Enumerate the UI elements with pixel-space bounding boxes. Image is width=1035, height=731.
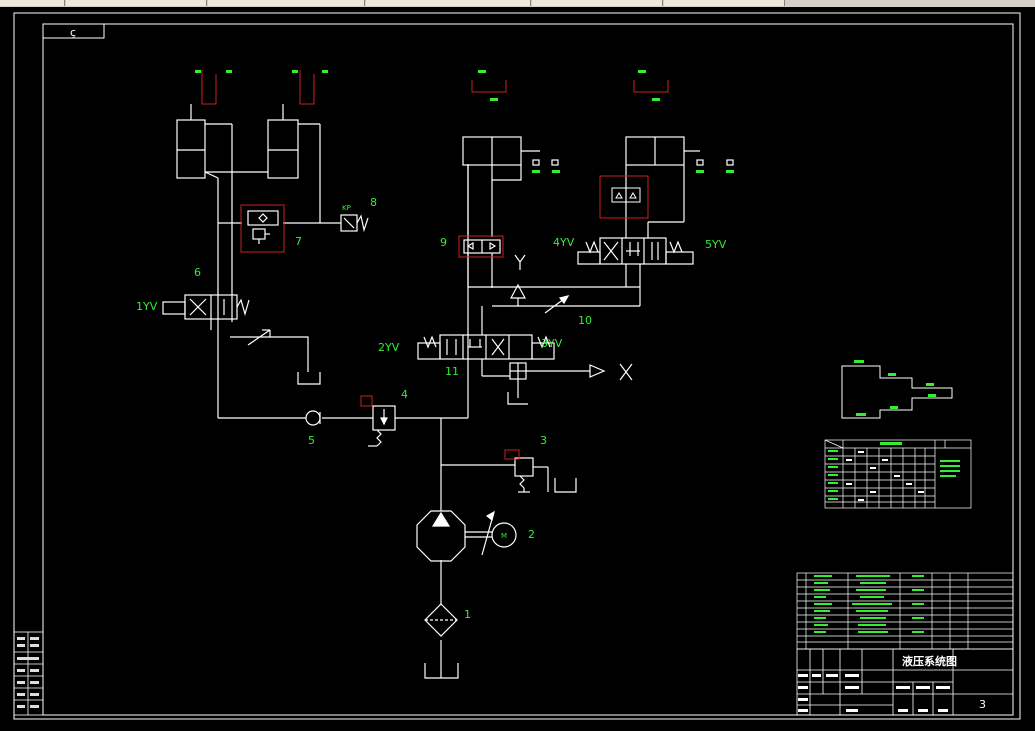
tab-2[interactable]: [66, 0, 207, 6]
label-motor-symbol: M: [501, 532, 507, 540]
sheet-tag: ç: [70, 26, 76, 39]
tab-5[interactable]: [532, 0, 663, 6]
label-pressure-switch: 8: [370, 196, 377, 209]
tab-1[interactable]: [0, 0, 65, 6]
valve-11-body: [417, 334, 555, 360]
pressure-switch: [340, 214, 369, 233]
left-cylinder-b: [267, 104, 299, 179]
label-valve-6: 6: [194, 266, 201, 279]
label-valve-11: 11: [445, 365, 459, 378]
label-kp: KP: [342, 204, 351, 212]
label-motor-pump: 2: [528, 528, 535, 541]
title-block-text: [798, 674, 950, 712]
action-sequence-diagram: [841, 365, 953, 419]
window-tab-strip: [0, 0, 1035, 7]
title-block-title: 液压系统图: [902, 654, 957, 668]
hydraulic-circuit: [162, 104, 734, 679]
label-check-valve: 5: [308, 434, 315, 447]
sheet-tag-box: ç: [42, 23, 105, 39]
throttle-6: [247, 329, 271, 346]
right-cylinder: [625, 136, 700, 166]
action-table-text: [828, 442, 960, 500]
valve-6-body: [162, 294, 250, 320]
action-table-marks: [846, 451, 924, 501]
relief-valve-3: [514, 457, 577, 493]
left-stamp-table: [13, 631, 44, 716]
throttle-10: [544, 295, 570, 314]
label-5yv: 5YV: [705, 238, 727, 251]
parts-list-table: [796, 572, 1014, 650]
parts-list-text: [814, 575, 924, 633]
valve-9-body: [463, 239, 501, 254]
tab-3[interactable]: [208, 0, 365, 6]
title-block: [796, 648, 1014, 716]
label-sequence-valve: 4: [401, 388, 408, 401]
valve-7-body: [247, 210, 279, 244]
label-valve-7: 7: [295, 235, 302, 248]
label-1yv: 1YV: [136, 300, 158, 313]
label-filter: 1: [464, 608, 471, 621]
label-2yv: 2YV: [378, 341, 400, 354]
pump-symbol: [416, 510, 517, 562]
tab-6[interactable]: [664, 0, 785, 6]
center-cylinder: [462, 136, 540, 166]
label-relief-valve: 3: [540, 434, 547, 447]
filter-symbol: [424, 603, 458, 637]
cad-drawing-canvas[interactable]: ç: [0, 7, 1035, 731]
check-valve-5: [305, 410, 321, 426]
solenoid-action-table: [824, 439, 972, 509]
label-4yv: 4YV: [553, 236, 575, 249]
label-throttle-10: 10: [578, 314, 592, 327]
sheet-number: 3: [979, 698, 986, 711]
sheet-border: [13, 12, 1021, 720]
limit-switches: [532, 159, 734, 166]
sequence-valve-4: [368, 405, 396, 447]
left-cylinder-a: [176, 104, 206, 179]
tab-4[interactable]: [366, 0, 531, 6]
right-check-lock: [611, 187, 641, 203]
sequence-diagram-labels: [854, 360, 936, 416]
left-stamp-text: [17, 637, 39, 708]
label-3yv: 3YV: [541, 337, 563, 350]
label-valve-9: 9: [440, 236, 447, 249]
top-small-labels: [195, 70, 734, 173]
valve-right-group: [577, 237, 694, 265]
red-highlight-frames: [201, 70, 669, 460]
